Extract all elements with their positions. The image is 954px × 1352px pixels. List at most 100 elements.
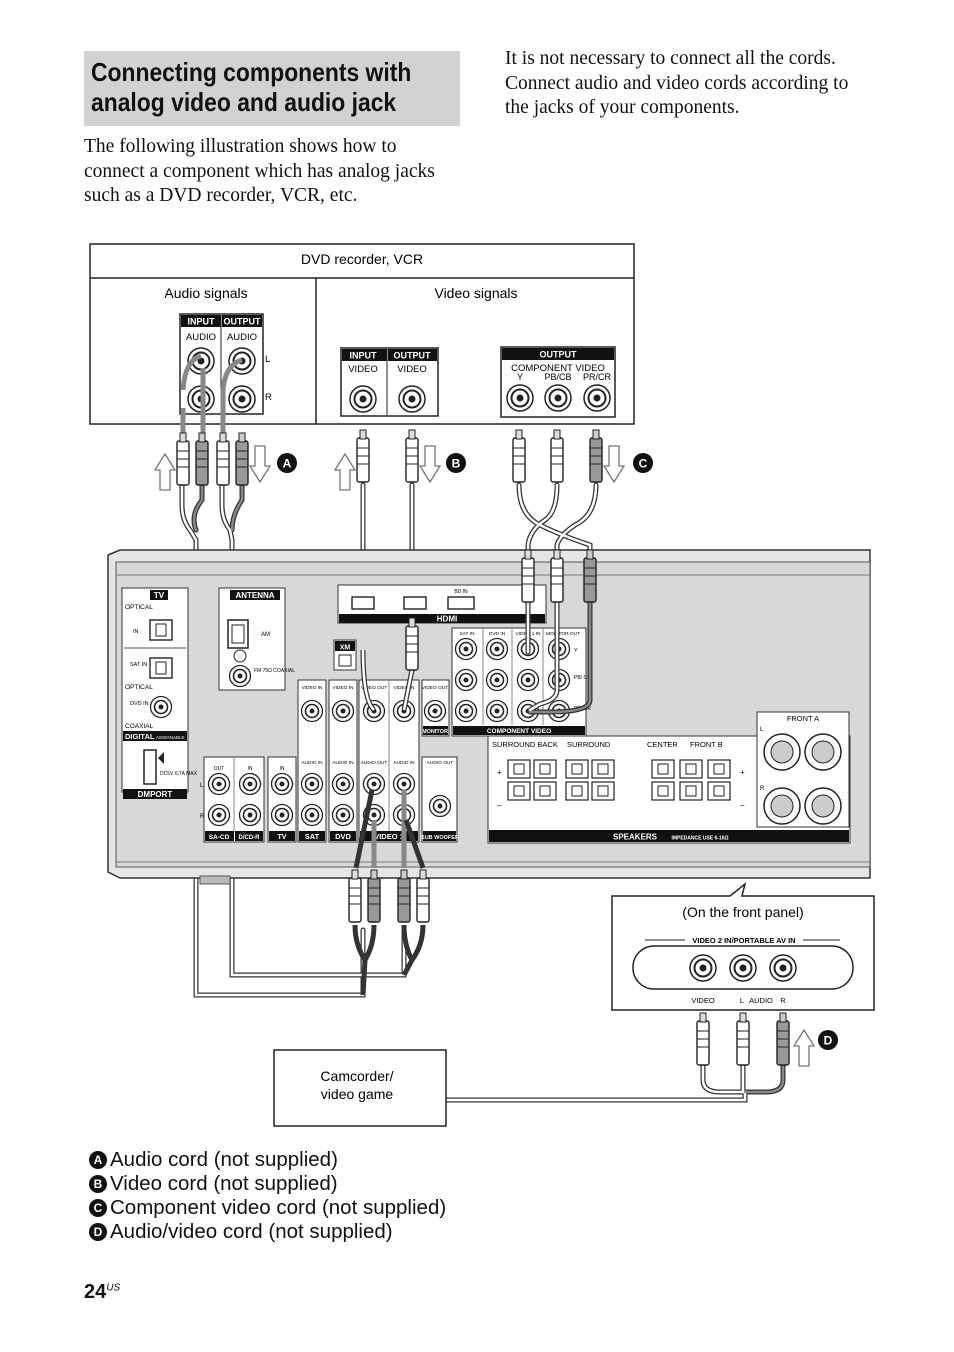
assignable-label: ASSIGNABLE: [156, 735, 185, 740]
center-label: CENTER: [647, 740, 678, 749]
sat-video-in: VIDEO IN: [301, 685, 323, 691]
dvd-in-label: DVD IN: [130, 701, 149, 707]
arrow-down-c: [603, 445, 625, 483]
camcorder-box: Camcorder/ video game: [273, 1049, 447, 1127]
dvd-video-in: VIDEO IN: [332, 685, 354, 691]
coaxial-label: COAXIAL: [125, 723, 154, 730]
monitor-label: MONITOR: [422, 729, 448, 735]
am-label: AM: [261, 632, 270, 638]
optical-label: OPTICAL: [125, 604, 153, 611]
legend-item: D Audio/video cord (not supplied): [89, 1220, 446, 1244]
video1-label: VIDEO 1: [374, 832, 404, 841]
sat-audio-in: AUDIO IN: [301, 760, 323, 766]
audio-signals-label: Audio signals: [164, 285, 247, 301]
xm-label: XM: [340, 645, 351, 652]
intro-right: It is not necessary to connect all the c…: [505, 47, 905, 121]
front-a-l: L: [760, 727, 764, 733]
legend-badge: D: [89, 1223, 107, 1241]
surround-label: SURROUND: [567, 740, 611, 749]
video-out-label: VIDEO: [397, 364, 427, 375]
subwoofer-label: SUB WOOFER: [421, 835, 459, 841]
sat-label: SAT: [305, 832, 320, 841]
legend-item: C Component video cord (not supplied): [89, 1196, 446, 1220]
cord-legend: A Audio cord (not supplied) B Video cord…: [89, 1148, 446, 1244]
svg-text:–: –: [740, 801, 745, 810]
audio-plugs-a: A: [154, 353, 297, 491]
cdr-in: IN: [248, 766, 253, 772]
component-video-cord-c: C: [512, 429, 653, 563]
source-component-box: DVD recorder, VCR Audio signals Video si…: [89, 243, 635, 425]
intro-right-line: It is not necessary to connect all the c…: [505, 48, 836, 69]
video1-video-in: VIDEO IN: [393, 685, 415, 691]
legend-text: Audio/video cord (not supplied): [110, 1220, 393, 1243]
intro-right-line: the jacks of your components.: [505, 97, 740, 118]
legend-badge: A: [89, 1151, 107, 1169]
section-heading-box: Connecting components with analog video …: [84, 51, 460, 126]
tv-audio-in: IN: [280, 766, 285, 772]
front-video-label: VIDEO: [691, 996, 715, 1005]
section-heading: Connecting components with analog video …: [91, 57, 412, 117]
audio-input-header: INPUT: [188, 317, 216, 327]
marker-d: D: [824, 1034, 833, 1048]
component-video-strip: COMPONENT VIDEO: [487, 728, 551, 735]
front-panel-title: (On the front panel): [682, 904, 803, 920]
video1-video-out: VIDEO OUT: [361, 685, 387, 691]
audio-output-header: OUTPUT: [224, 317, 262, 327]
sacd-label: SA-CD: [209, 834, 230, 841]
video1-audio-out: AUDIO OUT: [361, 760, 388, 766]
marker-c: C: [639, 457, 648, 471]
fm-label: FM 75Ω COAXIAL: [254, 668, 295, 674]
legend-item: B Video cord (not supplied): [89, 1172, 446, 1196]
svg-text:+: +: [497, 768, 502, 777]
front-audio-l-jack: [729, 954, 757, 982]
intro-left-line: connect a component which has analog jac…: [84, 160, 435, 182]
audio-out-r-jack: [228, 385, 256, 413]
cdr-label: D/CD-R: [239, 835, 261, 841]
intro-right-line: Connect audio and video cords according …: [505, 72, 849, 94]
front-audio-r-jack: [769, 954, 797, 982]
legend-badge: B: [89, 1175, 107, 1193]
front-audio-label: AUDIO: [749, 996, 773, 1005]
video-in-jack: [349, 385, 377, 413]
monitor-video-out: VIDEO OUT: [422, 685, 448, 691]
tv-audio-label: TV: [278, 834, 287, 841]
tv-badge: TV: [154, 591, 165, 600]
component-pb-jack: [544, 384, 572, 412]
speakers-label: SPEAKERS: [613, 833, 658, 842]
r-channel-label: R: [265, 392, 272, 403]
marker-b: B: [452, 457, 461, 471]
svg-text:–: –: [497, 801, 502, 810]
l-channel-label: L: [265, 354, 270, 365]
audio-out-label: AUDIO: [227, 332, 257, 343]
video-output-header: OUTPUT: [394, 351, 432, 361]
source-box-title: DVD recorder, VCR: [301, 251, 423, 267]
svg-text:+: +: [740, 768, 745, 777]
page-number-suffix: US: [106, 1282, 121, 1294]
intro-left: The following illustration shows how to …: [84, 135, 474, 209]
video-out-jack: [398, 385, 426, 413]
component-video-label: COMPONENT VIDEO: [511, 363, 605, 374]
page-number: 24US: [84, 1281, 120, 1304]
comp-sat-in: SAT IN: [459, 631, 475, 637]
video-signals-label: Video signals: [434, 285, 517, 301]
video-plugs-receiver: [360, 617, 419, 712]
dmport-label: DMPORT: [138, 790, 173, 799]
front-panel-label: VIDEO 2 IN/PORTABLE AV IN: [692, 936, 795, 945]
comp-y: Y: [574, 648, 578, 654]
camcorder-line-1: Camcorder/: [320, 1068, 393, 1084]
arrow-down-a: [249, 445, 271, 483]
audio-in-label: AUDIO: [186, 332, 216, 343]
marker-a: A: [283, 457, 292, 471]
lbl-l: L: [200, 783, 204, 789]
surround-back-label: SURROUND BACK: [492, 740, 558, 749]
dvd-label: DVD: [335, 832, 351, 841]
digital-label: DIGITAL: [125, 732, 155, 741]
page-number-value: 24: [84, 1281, 107, 1303]
bd-in-label: BD IN: [454, 589, 468, 595]
dvd-audio-in: AUDIO IN: [332, 760, 354, 766]
heading-line-1: Connecting components with: [91, 57, 412, 87]
impedance-label: IMPEDANCE USE 6-16Ω: [671, 836, 728, 842]
sat-in-label: SAT IN: [130, 662, 147, 668]
receiver-back-panel: TV OPTICAL IN SAT IN OPTICAL DVD IN COAX…: [107, 549, 871, 885]
component-plugs-receiver: [521, 549, 597, 715]
